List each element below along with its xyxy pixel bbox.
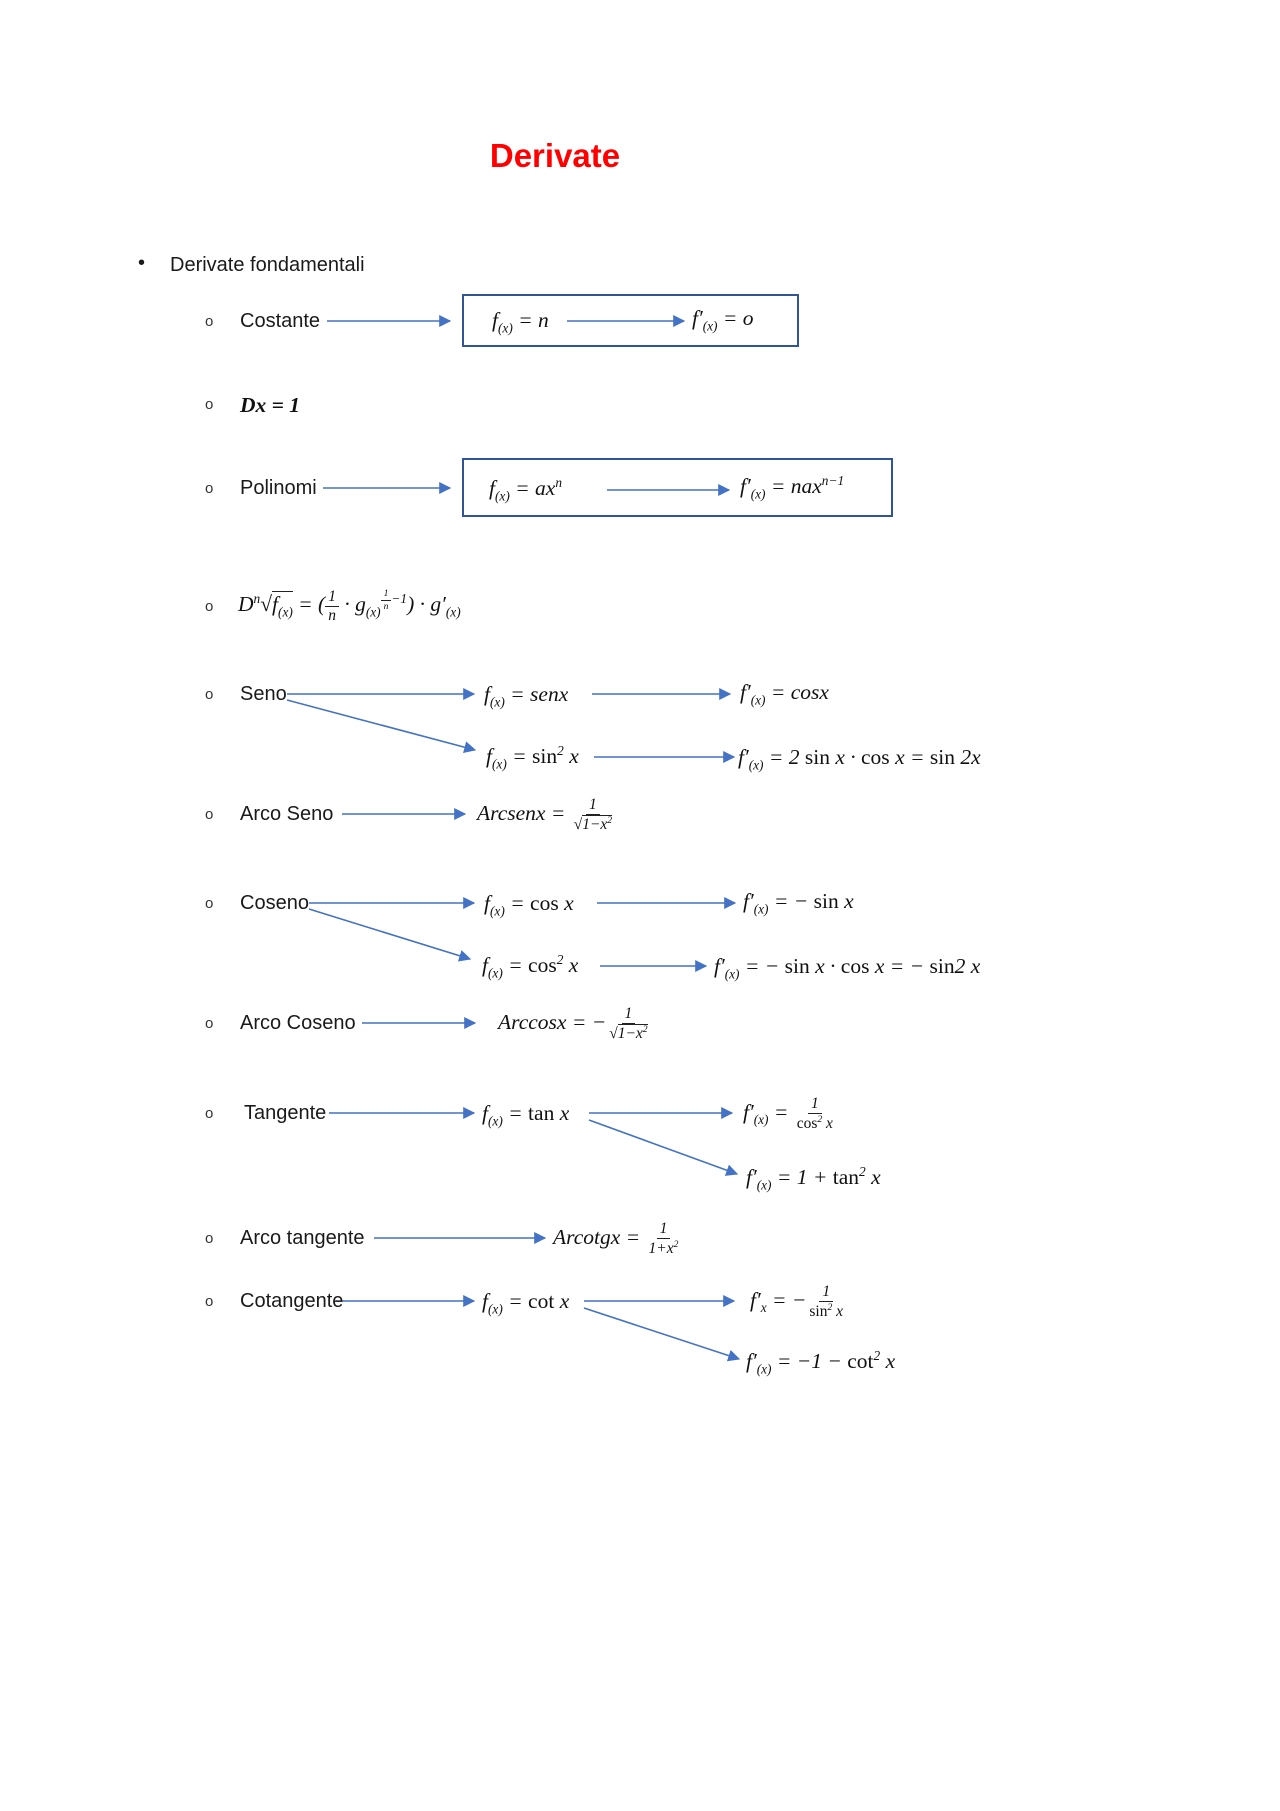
label-seno: Seno — [240, 683, 287, 705]
bullet-costante: o — [205, 313, 214, 330]
formula-seno-fprime1: f′(x) = cosx — [740, 680, 829, 708]
bullet-radice: o — [205, 598, 214, 615]
label-tangente: Tangente — [244, 1102, 327, 1124]
bullet-arcoseno: o — [205, 806, 214, 823]
bullet-cotangente: o — [205, 1293, 214, 1310]
formula-cotangente-f: f(x) = cot x — [482, 1289, 570, 1317]
label-coseno: Coseno — [240, 892, 309, 914]
page-title: Derivate — [489, 137, 621, 174]
arrow-seno-to-f2 — [286, 699, 477, 754]
formula-seno-f1: f(x) = senx — [484, 682, 569, 710]
label-cotangente: Cotangente — [240, 1290, 344, 1312]
formula-box-polinomi — [462, 458, 893, 517]
formula-cotangente-fprime2: f′(x) = −1 − cot2 x — [746, 1348, 896, 1377]
formula-polinomi-f: f(x) = axn — [489, 475, 563, 504]
formula-tangente-f: f(x) = tan x — [482, 1101, 570, 1129]
arrow-cotangente-f-to-fp2 — [583, 1307, 741, 1362]
arrow-coseno-to-f2 — [308, 908, 472, 962]
formula-costante-fprime: f′(x) = o — [692, 306, 754, 334]
bullet-arcocoseno: o — [205, 1015, 214, 1032]
formula-seno-fprime2: f′(x) = 2 sin x · cos x = sin 2x — [738, 745, 981, 773]
label-arcocoseno: Arco Coseno — [240, 1012, 356, 1034]
bullet-tangente: o — [205, 1105, 214, 1122]
arrow-tangente-f-to-fp2 — [588, 1119, 739, 1176]
formula-coseno-fprime2: f′(x) = − sin x · cos x = − sin2 x — [714, 954, 981, 982]
section-heading: Derivate fondamentali — [170, 254, 365, 276]
formula-tangente-fprime2: f′(x) = 1 + tan2 x — [746, 1164, 881, 1193]
formula-arcoseno: Arcsenx = 1√1−x2 — [477, 796, 613, 833]
formula-dx: Dx = 1 — [240, 393, 301, 417]
label-arcotangente: Arco tangente — [240, 1227, 365, 1249]
formula-coseno-f1: f(x) = cos x — [484, 891, 574, 919]
bullet-coseno: o — [205, 895, 214, 912]
label-costante: Costante — [240, 310, 321, 332]
bullet-arcotangente: o — [205, 1230, 214, 1247]
formula-seno-f2: f(x) = sin2 x — [486, 743, 579, 772]
label-arcoseno: Arco Seno — [240, 803, 334, 825]
bullet-dx: o — [205, 396, 214, 413]
formula-coseno-f2: f(x) = cos2 x — [482, 952, 579, 981]
formula-polinomi-fprime: f′(x) = naxn−1 — [740, 473, 845, 502]
formula-costante-f: f(x) = n — [492, 308, 549, 336]
bullet-polinomi: o — [205, 480, 214, 497]
formula-coseno-fprime1: f′(x) = − sin x — [743, 889, 854, 917]
formula-box-costante — [462, 294, 799, 347]
formula-arcocoseno: Arccosx = −1√1−x2 — [498, 1005, 648, 1042]
label-polinomi: Polinomi — [240, 477, 317, 499]
level1-bullet: • — [138, 252, 146, 274]
bullet-seno: o — [205, 686, 214, 703]
